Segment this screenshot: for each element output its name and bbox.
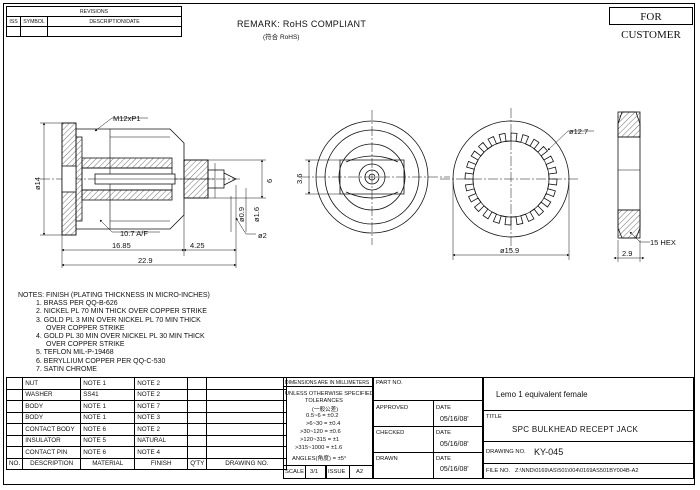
- checked-label: CHECKED: [376, 430, 405, 436]
- dim-d1-6: ø1.6: [252, 207, 261, 222]
- drawing-no: KY-045: [534, 447, 564, 457]
- rev-cell: [47, 26, 182, 37]
- note-item: OVER COPPER STRIKE: [46, 341, 125, 349]
- note-item: 5. TEFLON MIL-P-19468: [36, 349, 114, 357]
- part-no-label: PART NO.: [376, 380, 403, 386]
- tolerance-title-2: TOLERANCES: [305, 398, 343, 404]
- dim-h3-6: 3.6: [295, 174, 304, 184]
- note-item: 4. GOLD PL 30 MIN OVER NICKEL PL 30 MIN …: [36, 333, 205, 341]
- tolerance-title: UNLESS OTHERWISE SPECIFIED: [285, 391, 374, 397]
- dim-d2: ø2: [258, 231, 267, 240]
- part-description: Lemo 1 equivalent female: [496, 390, 588, 399]
- drawing-title: SPC BULKHEAD RECEPT JACK: [512, 425, 639, 434]
- notes-title: NOTES: FINISH (PLATING THICKNESS IN MICR…: [18, 292, 210, 299]
- file-no-label: FILE NO.: [486, 468, 511, 474]
- hex-nut-dimensions: [613, 231, 650, 262]
- date-label: DATE: [436, 405, 452, 411]
- dim-2-9: 2.9: [622, 249, 632, 258]
- notes-block: NOTES: FINISH (PLATING THICKNESS IN MICR…: [18, 292, 210, 374]
- date-checked: 05/16/08': [440, 441, 469, 448]
- file-no: Z:\NND\0169\AS\501\004\0169AS501BY004B-A…: [515, 468, 639, 474]
- tolerance-line: ANGLES(角度) = ±5°: [292, 456, 347, 462]
- note-item: 3. GOLD PL 3 MIN OVER NICKEL PL 70 MIN T…: [36, 316, 201, 324]
- drawn-label: DRAWN: [376, 456, 398, 462]
- washer-dimensions: [452, 130, 594, 260]
- date-approved: 05/16/08': [440, 416, 469, 423]
- note-item: 6. BERYLLIUM COPPER PER QQ-C-530: [36, 357, 166, 365]
- dim-hex: 15 HEX: [650, 238, 676, 247]
- note-item: 7. SATIN CHROME: [36, 365, 97, 373]
- dim-22-9: 22.9: [138, 256, 153, 265]
- side-view-dimensions: [40, 117, 266, 268]
- dims-in-mm: DIMENSIONS ARE IN MILLIMETERS: [285, 380, 370, 386]
- date-label: DATE: [436, 456, 452, 462]
- tolerance-line: >120~315 = ±1: [300, 437, 340, 443]
- dim-thread: M12xP1: [113, 114, 141, 123]
- dim-d12-7: ø12.7: [569, 127, 588, 136]
- drawing-frame: [3, 3, 695, 485]
- technical-drawing: M12xP1 ø14 10.7 A/F 16.85 4.25 22.9 ø0.9…: [33, 108, 676, 268]
- dim-af: 10.7 A/F: [120, 229, 148, 238]
- dim-4-25: 4.25: [190, 241, 205, 250]
- remark-rohs-cn: (符合 RoHS): [263, 34, 300, 41]
- note-item: 2. NICKEL PL 70 MIN THICK OVER COPPER ST…: [36, 308, 207, 316]
- side-view: [40, 122, 240, 236]
- dim-d15-9: ø15.9: [500, 246, 519, 255]
- note-item: OVER COPPER STRIKE: [46, 324, 125, 332]
- issue-value: A2: [356, 469, 364, 475]
- approved-label: APPROVED: [376, 405, 409, 411]
- dim-d14: ø14: [33, 177, 42, 190]
- note-item: 1. BRASS PER QQ-B-626: [36, 300, 118, 308]
- hex-nut-view: [617, 111, 641, 239]
- scale-value: 3/1: [310, 469, 319, 475]
- washer-view: [440, 108, 580, 250]
- dim-d6: 6: [265, 179, 274, 183]
- tolerance-line: 0.5~6 = ±0.2: [306, 413, 339, 419]
- tolerance-cn: (一般公差): [312, 407, 339, 413]
- date-label: DATE: [436, 430, 452, 436]
- dim-d0-9: ø0.9: [237, 207, 246, 222]
- drawing-no-label: DRAWING NO.: [486, 449, 526, 455]
- scale-label: SCALE: [285, 469, 305, 475]
- remark-rohs: REMARK: RoHS COMPLIANT: [237, 19, 367, 29]
- issue-label: ISSUE: [328, 469, 346, 475]
- revisions-table: REVISIONS ISS SYMBOL DESCRIPTION\DATE: [6, 6, 182, 37]
- tolerance-line: >30~120 = ±0.6: [300, 429, 341, 435]
- date-drawn: 05/16/08': [440, 466, 469, 473]
- dim-16-85: 16.85: [112, 241, 131, 250]
- tolerance-line: >6~30 = ±0.4: [306, 421, 341, 427]
- washer-teeth: [464, 132, 558, 226]
- front-view: [300, 110, 450, 245]
- for-customer-box: FOR CUSTOMER: [609, 7, 693, 41]
- title-label: TITLE: [486, 414, 502, 420]
- tolerance-line: >315~1000 = ±1.6: [295, 445, 343, 451]
